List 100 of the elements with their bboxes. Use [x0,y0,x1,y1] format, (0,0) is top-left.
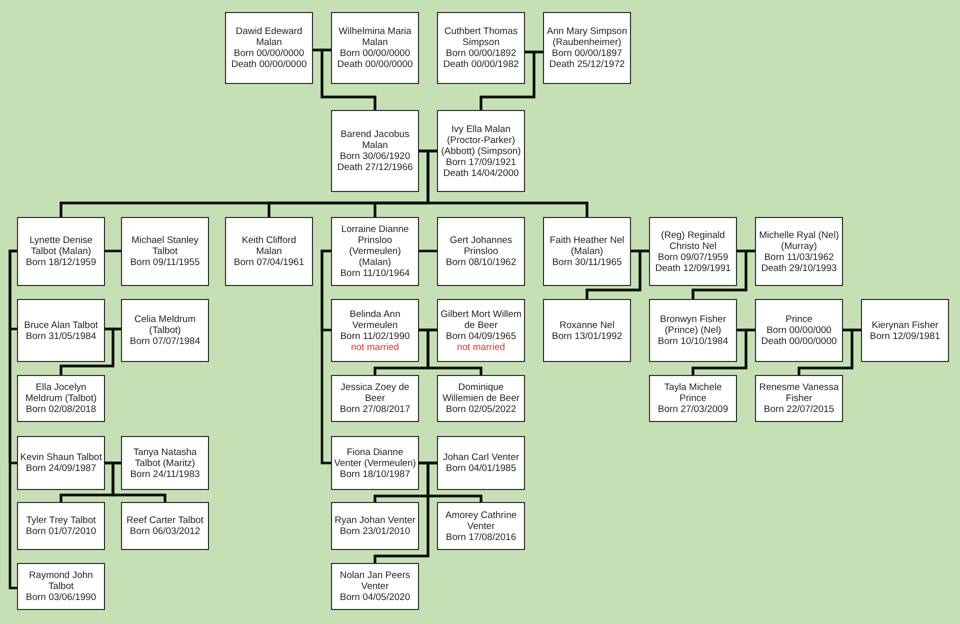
person-name: Fiona Dianne Venter (Vermeulen) [334,446,416,468]
person-box [121,502,209,550]
life-date: Death 14/04/2000 [443,168,519,178]
life-date: Born 02/08/2018 [26,404,96,415]
person-box [437,12,525,84]
person-box [649,217,737,286]
life-date: Born 24/09/1987 [26,463,96,474]
person-box [755,217,843,286]
life-date: Born 10/10/1984 [658,336,728,347]
life-date: Born 02/05/2022 [446,404,516,415]
family-line [8,250,17,590]
life-date: Born 00/00/0000 [234,48,304,59]
person-name: Renesme Vanessa Fisher [758,382,840,404]
person-name: Amorey Cathrine Venter [444,510,518,532]
person-box [331,299,419,362]
person-name: Nolan Jan Peers Venter [338,570,412,592]
life-date: Born 11/10/1964 [340,268,410,279]
person-name: Ann Mary Simpson (Raubenheimer) [546,26,628,48]
person-name: Bruce Alan Talbot [24,320,98,330]
person-name: Dominique Willemien de Beer [441,382,521,404]
life-date: Born 00/00/1897 [552,48,622,59]
person-name: Gilbert Mort Willem de Beer [440,308,522,330]
person-box [331,502,419,550]
person-box [437,299,525,362]
person-box [437,217,525,286]
person-name: Faith Heather Nel (Malan) [548,235,626,257]
life-date: Born 04/01/1985 [446,463,516,474]
person-box [121,436,209,490]
life-date: Born 17/09/1921 [446,156,516,168]
person-name: Wilhelmina Maria Malan [338,26,412,48]
person-name: Ella Jocelyn Meldrum (Talbot) [24,382,98,404]
person-box [17,436,105,490]
marital-note: not married [350,342,400,352]
person-name: Tyler Trey Talbot [26,515,96,526]
family-line [320,250,331,464]
life-date: Born 27/08/2017 [340,404,410,415]
person-box [331,375,419,422]
marital-note: not married [456,342,506,352]
life-date: Born 00/00/0000 [340,48,410,59]
person-name: Ivy Ella Malan (Proctor-Parker) (Abbott) (Simpson) [440,124,522,156]
person-box [17,217,105,286]
life-date: Born 18/10/1987 [340,468,410,480]
life-date: Born 31/05/1984 [26,330,96,342]
person-box [225,217,313,286]
person-name: Lynette Denise Talbot (Malan) [28,235,94,257]
life-date: Born 30/06/1920 [340,151,410,162]
person-name: Dawid Edeward Malan [234,26,304,48]
person-box [17,375,105,422]
life-date: Born 27/03/2009 [658,404,728,415]
life-date: Born 24/11/1983 [130,468,200,480]
life-date: Born 07/04/1961 [234,257,304,268]
person-box [331,110,419,192]
life-date: Born 22/07/2015 [764,404,834,415]
life-date: Born 08/10/1962 [446,257,516,268]
person-name: Bronwyn Fisher (Prince) (Nel) [659,314,727,336]
life-date: Born 09/11/1955 [130,257,200,268]
family-line [419,250,437,252]
life-date: Death 12/09/1991 [655,262,731,274]
person-box [755,299,843,362]
person-box [331,563,419,610]
life-date: Born 11/02/1990 [340,330,410,342]
person-name: Prince [786,314,812,325]
person-name: Cuthbert Thomas Simpson [443,26,519,48]
person-name: Keith Clifford Malan [240,235,298,257]
life-date: Born 23/01/2010 [340,526,410,537]
life-date: Born 12/09/1981 [870,330,940,342]
person-name: Barend Jacobus Malan [340,129,410,151]
person-name: Roxanne Nel [560,320,614,330]
life-date: Born 06/03/2012 [130,526,200,537]
person-name: Tayla Michele Prince [663,382,723,404]
person-name: Belinda Ann Vermeulen [348,308,402,330]
life-date: Born 03/06/1990 [26,592,96,603]
life-date: Born 04/05/2020 [340,592,410,603]
person-box [437,502,525,550]
person-box [755,375,843,422]
person-name: Lorraine Dianne Prinsloo (Vermeulen) (Malan) [340,224,410,268]
person-name: (Reg) Reginald Christo Nel [660,230,726,252]
life-date: Death 00/00/0000 [231,59,307,70]
person-name: Kierynan Fisher [872,320,938,330]
person-box [437,436,525,490]
life-date: Born 30/11/1965 [552,257,622,268]
person-box [17,563,105,610]
person-box [437,110,525,192]
person-name: Raymond John Talbot [28,570,94,592]
life-date: Death 00/00/0000 [761,336,837,347]
person-box [331,12,419,84]
person-box [543,12,631,84]
person-name: Kevin Shaun Talbot [20,452,102,463]
life-date: Born 11/03/1962 [764,252,834,262]
person-box [543,299,631,362]
life-date: Born 18/12/1959 [26,257,96,268]
person-box [121,217,209,286]
life-date: Born 00/00/000 [766,325,832,336]
life-date: Death 29/10/1993 [761,262,837,274]
life-date: Born 07/07/1984 [130,336,200,347]
person-box [437,375,525,422]
person-box [649,299,737,362]
life-date: Born 04/09/1965 [446,330,516,342]
person-name: Michelle Ryal (Nel) (Murray) [758,230,840,252]
person-name: Jessica Zoey de Beer [340,382,410,404]
